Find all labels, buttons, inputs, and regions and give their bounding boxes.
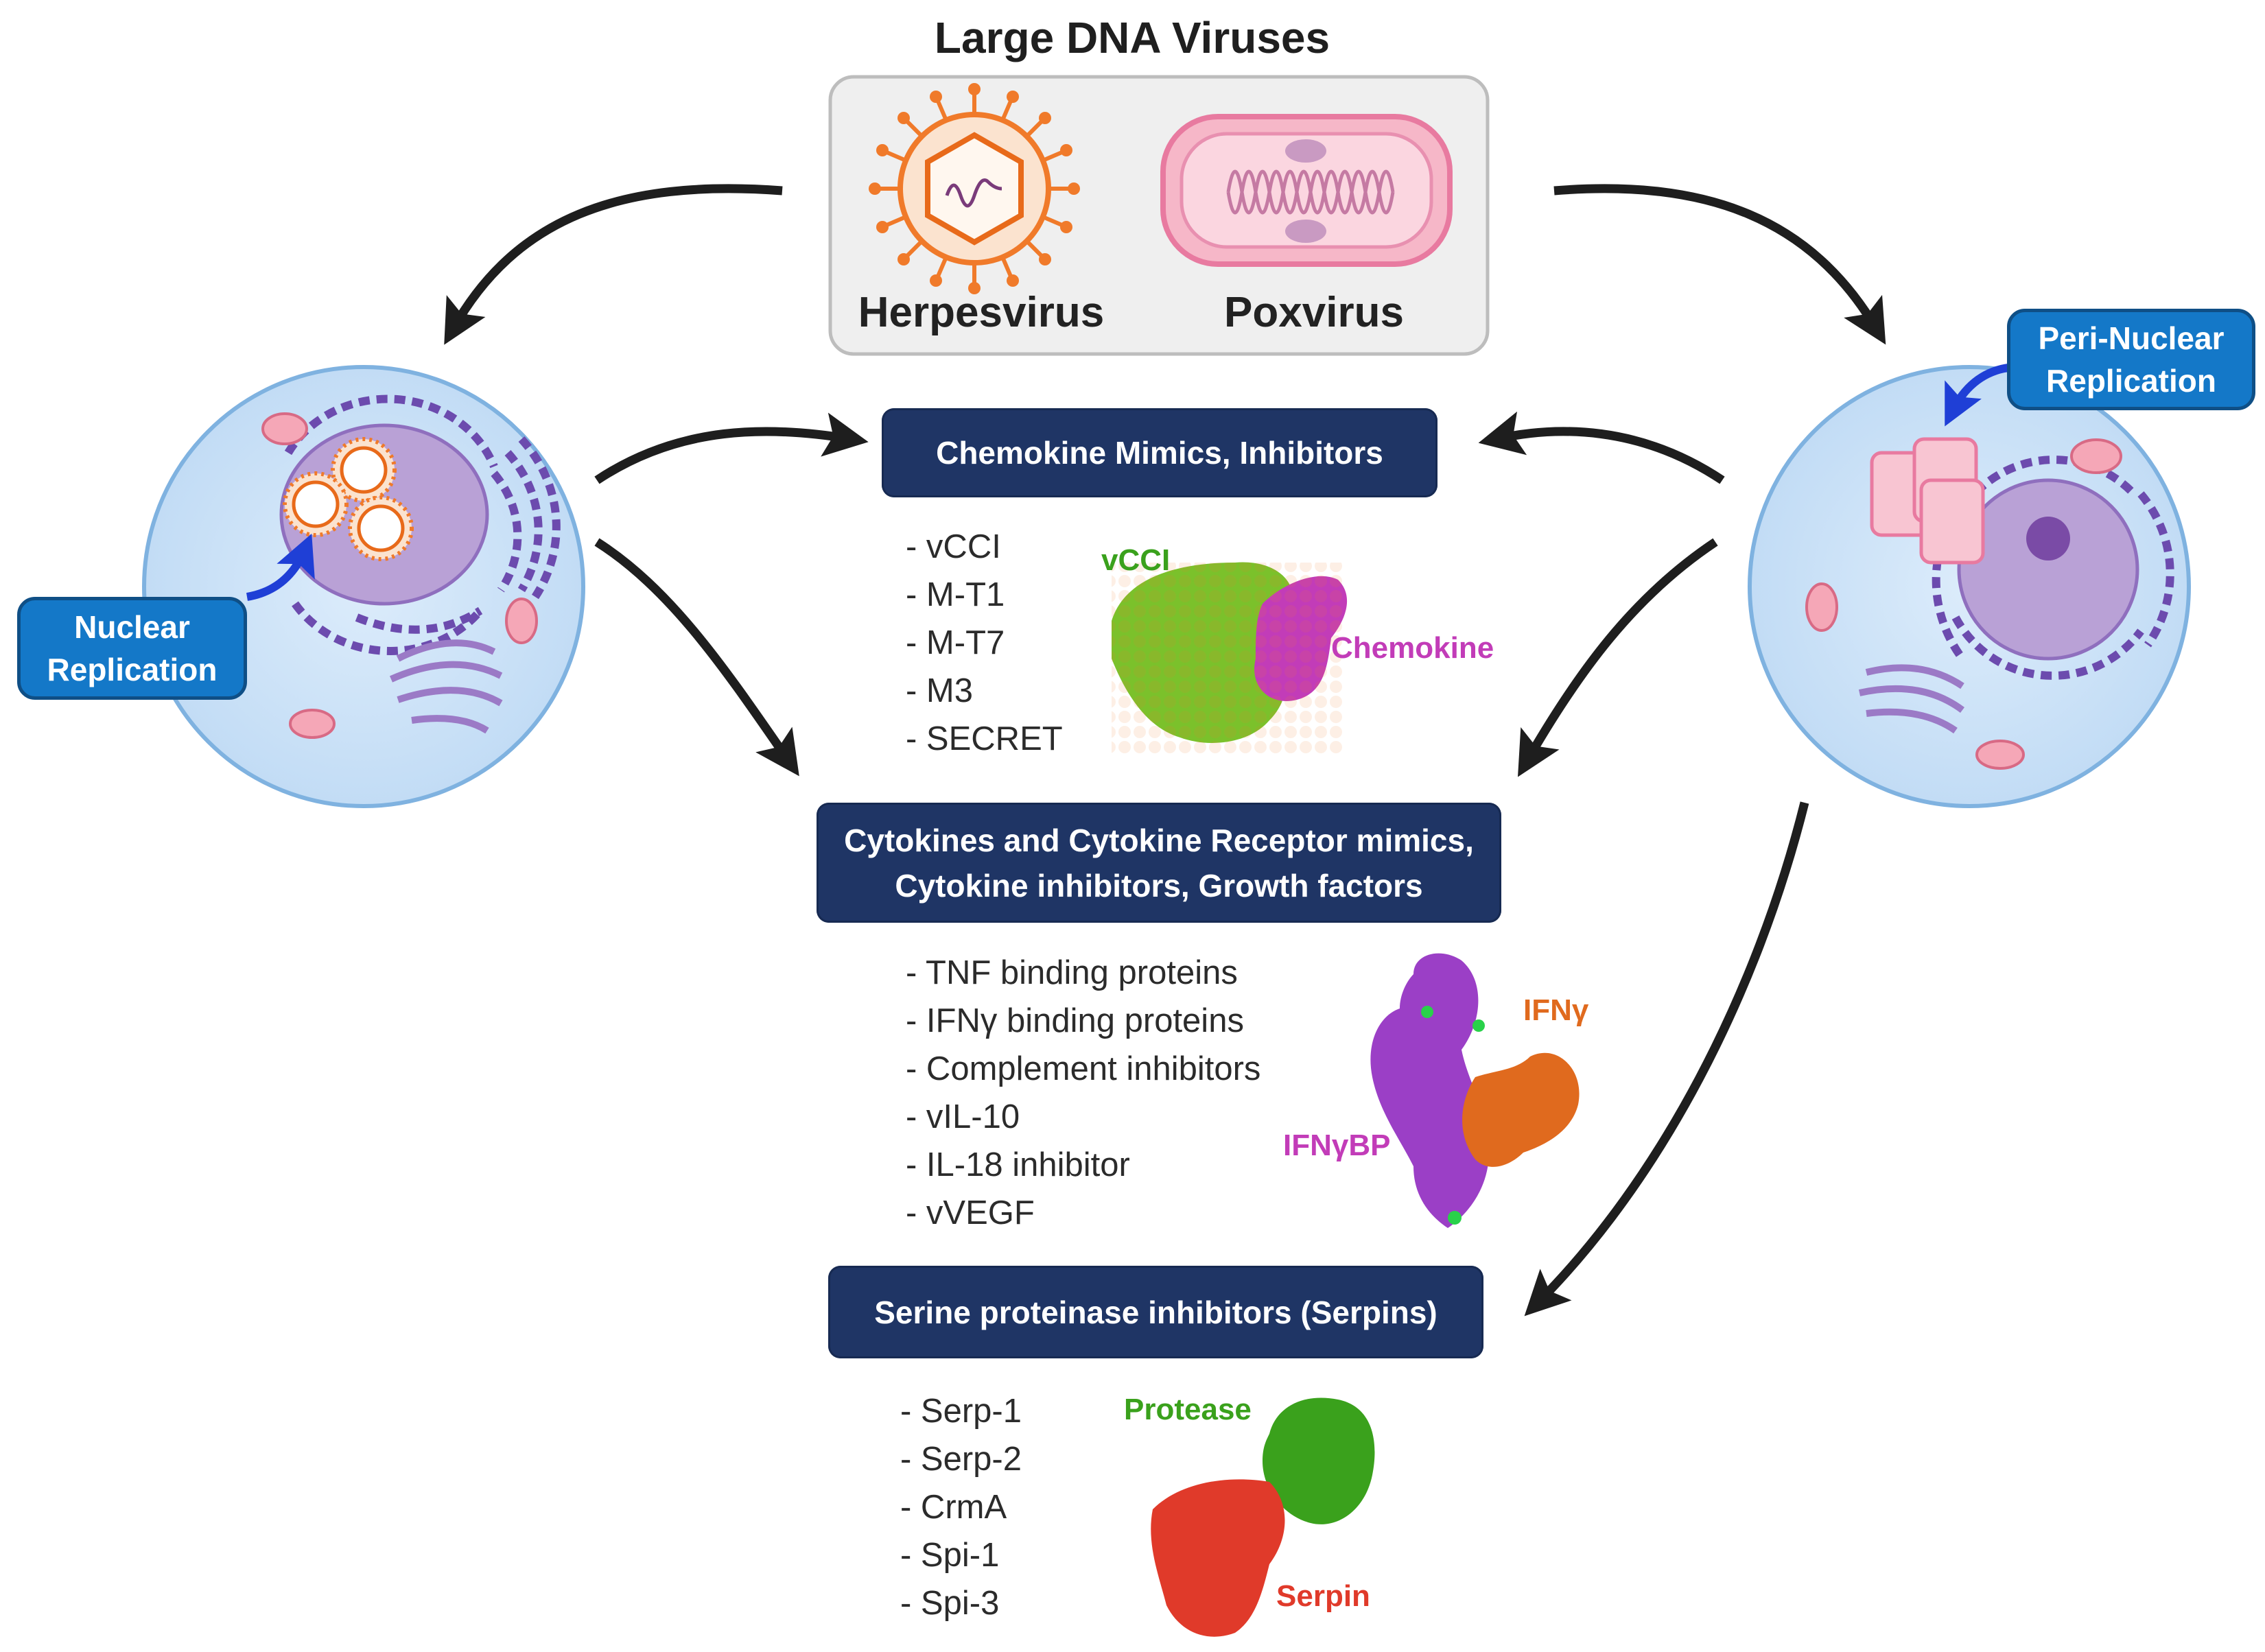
list-item: - M-T1 xyxy=(906,576,1005,613)
list-item: - TNF binding proteins xyxy=(906,954,1238,991)
nuclear-replication-box: Nuclear Replication xyxy=(17,597,247,700)
virus-particles xyxy=(283,437,414,561)
list-item: - vCCI xyxy=(906,528,1001,565)
list-item: - CrmA xyxy=(900,1489,1007,1526)
list-item: - IFNγ binding proteins xyxy=(906,1002,1244,1039)
herpesvirus-icon xyxy=(869,83,1080,294)
chemokine-section-header: Chemokine Mimics, Inhibitors xyxy=(882,408,1437,497)
list-item: - Spi-1 xyxy=(900,1537,1000,1574)
peri-nuclear-replication-line1: Peri-Nuclear xyxy=(2038,320,2225,356)
ifn-gamma-protein xyxy=(1370,953,1580,1228)
list-item: - vIL-10 xyxy=(906,1098,1020,1135)
peri-nuclear-replication-box: Peri-Nuclear Replication xyxy=(2007,309,2255,410)
peri-nuclear-replication-line2: Replication xyxy=(2046,363,2216,399)
list-item: - M-T7 xyxy=(906,624,1005,661)
cytokine-section-header: Cytokines and Cytokine Receptor mimics, … xyxy=(817,803,1501,923)
poxvirus-icon xyxy=(1160,114,1453,267)
chemokine-protein-label: Chemokine xyxy=(1331,631,1494,665)
chemokine-list: - vCCI - M-T1 - M-T7 - M3 - SECRET xyxy=(906,523,1125,763)
protease-label: Protease xyxy=(1124,1393,1252,1426)
list-item: - Complement inhibitors xyxy=(906,1050,1261,1087)
flow-arrows xyxy=(444,184,1886,1317)
diagram-title: Large DNA Viruses xyxy=(934,13,1330,62)
chemokine-header-text: Chemokine Mimics, Inhibitors xyxy=(936,435,1383,471)
serpin-protein-label: Serpin xyxy=(1276,1579,1370,1613)
serpin-header-text: Serine proteinase inhibitors (Serpins) xyxy=(874,1294,1437,1330)
herpesvirus-label: Herpesvirus xyxy=(858,289,1105,336)
list-item: - IL-18 inhibitor xyxy=(906,1146,1130,1183)
cytokine-header-line1: Cytokines and Cytokine Receptor mimics, xyxy=(844,822,1474,858)
ifn-gamma-label: IFNγ xyxy=(1523,993,1589,1027)
list-item: - M3 xyxy=(906,672,973,709)
ifn-gamma-bp-label: IFNγBP xyxy=(1283,1129,1391,1162)
poxvirus-label: Poxvirus xyxy=(1224,289,1404,336)
vcci-protein-label: vCCI xyxy=(1101,543,1171,577)
cytokine-header-line2: Cytokine inhibitors, Growth factors xyxy=(895,867,1423,904)
serpin-section-header: Serine proteinase inhibitors (Serpins) xyxy=(828,1266,1483,1358)
list-item: - Spi-3 xyxy=(900,1585,1000,1622)
nuclear-replication-line2: Replication xyxy=(47,652,218,687)
cytokine-list: - TNF binding proteins - IFNγ binding pr… xyxy=(906,949,1331,1237)
list-item: - vVEGF xyxy=(906,1194,1035,1231)
left-cell xyxy=(142,365,585,808)
list-item: - Serp-2 xyxy=(900,1441,1022,1478)
list-item: - SECRET xyxy=(906,720,1063,757)
vcci-chemokine-protein xyxy=(1112,562,1348,755)
nuclear-replication-line1: Nuclear xyxy=(74,609,190,645)
pox-factories xyxy=(1870,437,1985,565)
right-cell xyxy=(1748,363,2191,808)
list-item: - Serp-1 xyxy=(900,1393,1022,1430)
serpin-list: - Serp-1 - Serp-2 - CrmA - Spi-1 - Spi-3 xyxy=(900,1387,1106,1627)
protease-serpin-protein xyxy=(1151,1397,1375,1637)
